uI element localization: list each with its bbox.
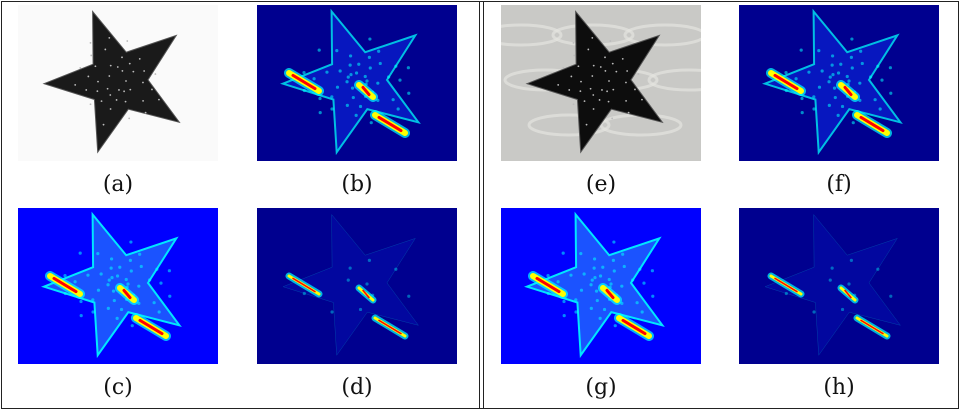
panel-h-heatmap xyxy=(739,208,939,364)
panel-b-caption: (b) xyxy=(341,172,373,197)
panel-c-caption: (c) xyxy=(103,375,133,400)
panel-a-image xyxy=(18,5,218,161)
panel-a-caption: (a) xyxy=(102,172,134,197)
panel-c-heatmap xyxy=(18,208,218,364)
group-divider-left xyxy=(479,2,480,408)
panel-d-heatmap xyxy=(257,208,457,364)
panel-e-caption: (e) xyxy=(585,172,617,197)
panel-e-image xyxy=(501,5,701,161)
panel-f-heatmap xyxy=(739,5,939,161)
panel-h-caption: (h) xyxy=(823,375,855,400)
panel-d-caption: (d) xyxy=(341,375,373,400)
panel-b-heatmap xyxy=(257,5,457,161)
group-divider-right xyxy=(483,2,484,408)
panel-f-caption: (f) xyxy=(826,172,852,197)
panel-g-caption: (g) xyxy=(585,375,617,400)
panel-g-heatmap xyxy=(501,208,701,364)
